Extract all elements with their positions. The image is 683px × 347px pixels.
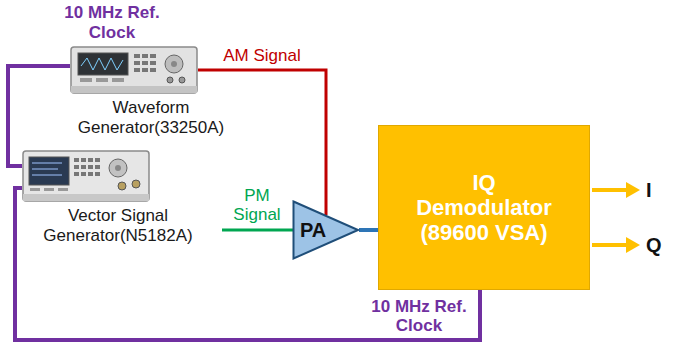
output-label: Q	[646, 234, 662, 257]
arrow-head	[626, 237, 640, 253]
wire-line	[222, 229, 293, 232]
signal-label: PM Signal	[226, 186, 288, 225]
instrument-node: Vector Signal Generator(N5182A)	[14, 150, 222, 245]
output-arrow	[592, 243, 628, 247]
instrument-picture	[22, 150, 150, 202]
instrument-picture-holder	[22, 150, 150, 202]
process-box: IQ Demodulator (89600 VSA)	[378, 125, 590, 290]
signal-label: AM Signal	[212, 46, 312, 66]
instrument-label: Vector Signal Generator(N5182A)	[14, 206, 222, 245]
amplifier-node: PA	[292, 200, 360, 260]
instrument-label: Waveform Generator(33250A)	[62, 98, 240, 137]
box-label: IQ Demodulator (89600 VSA)	[409, 170, 559, 246]
output-arrows	[592, 182, 640, 253]
output-arrow	[592, 188, 628, 192]
signal-label: 10 MHz Ref. Clock	[62, 3, 162, 42]
instrument-picture-holder	[70, 46, 198, 94]
output-label: I	[646, 179, 652, 202]
signal-label: 10 MHz Ref. Clock	[369, 297, 469, 336]
wire-line	[359, 228, 378, 232]
signal-wire	[222, 230, 293, 231]
arrow-head	[626, 182, 640, 198]
signal-wire	[359, 230, 378, 231]
amplifier-label: PA	[300, 219, 326, 242]
instrument-picture	[70, 46, 198, 94]
